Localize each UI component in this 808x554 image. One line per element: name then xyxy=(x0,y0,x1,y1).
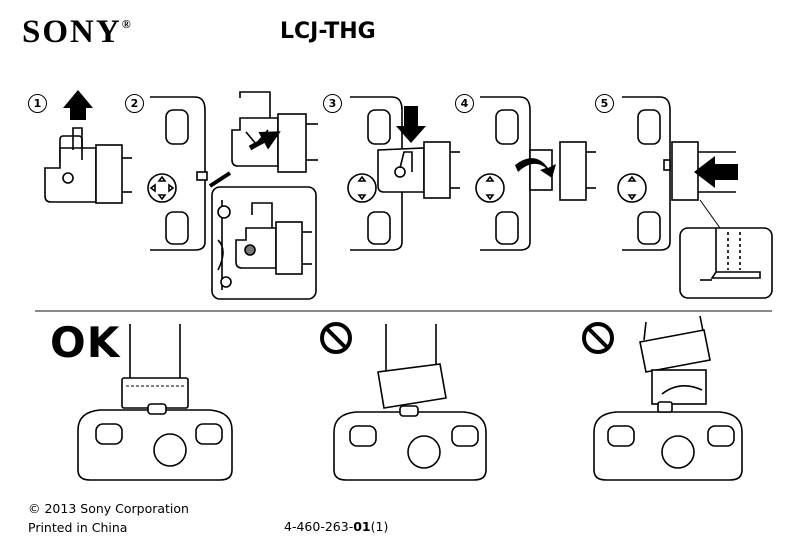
printed-in-text: Printed in China xyxy=(28,520,128,535)
step-2-illustration xyxy=(147,91,318,300)
copyright-text: © 2013 Sony Corporation xyxy=(28,501,189,516)
step-number-1: 1 xyxy=(28,94,47,113)
step-number-3: 3 xyxy=(323,94,342,113)
code-bold: 01 xyxy=(353,519,371,534)
step-number-2: 2 xyxy=(125,94,144,113)
code-prefix: 4-460-263- xyxy=(284,519,354,534)
model-number: LCJ-THG xyxy=(280,19,376,44)
step-5-illustration xyxy=(617,96,773,299)
step-number-4: 4 xyxy=(455,94,474,113)
registered-mark: ® xyxy=(121,17,131,31)
prohibited-icon xyxy=(320,322,352,354)
wrong-example-1-illustration xyxy=(320,322,487,481)
step-4-illustration xyxy=(475,96,596,251)
ok-label: OK xyxy=(50,318,121,367)
document-code: 4-460-263-01(1) xyxy=(284,519,388,534)
step-1-illustration xyxy=(44,90,132,204)
code-suffix: (1) xyxy=(370,519,389,534)
step-3-illustration xyxy=(347,96,460,251)
sony-logo: SONY® xyxy=(22,14,131,51)
prohibited-icon xyxy=(582,322,614,354)
step-number-5: 5 xyxy=(595,94,614,113)
wrong-example-2-illustration xyxy=(582,315,743,481)
ok-example-illustration xyxy=(77,324,233,481)
brand-text: SONY xyxy=(22,14,122,50)
